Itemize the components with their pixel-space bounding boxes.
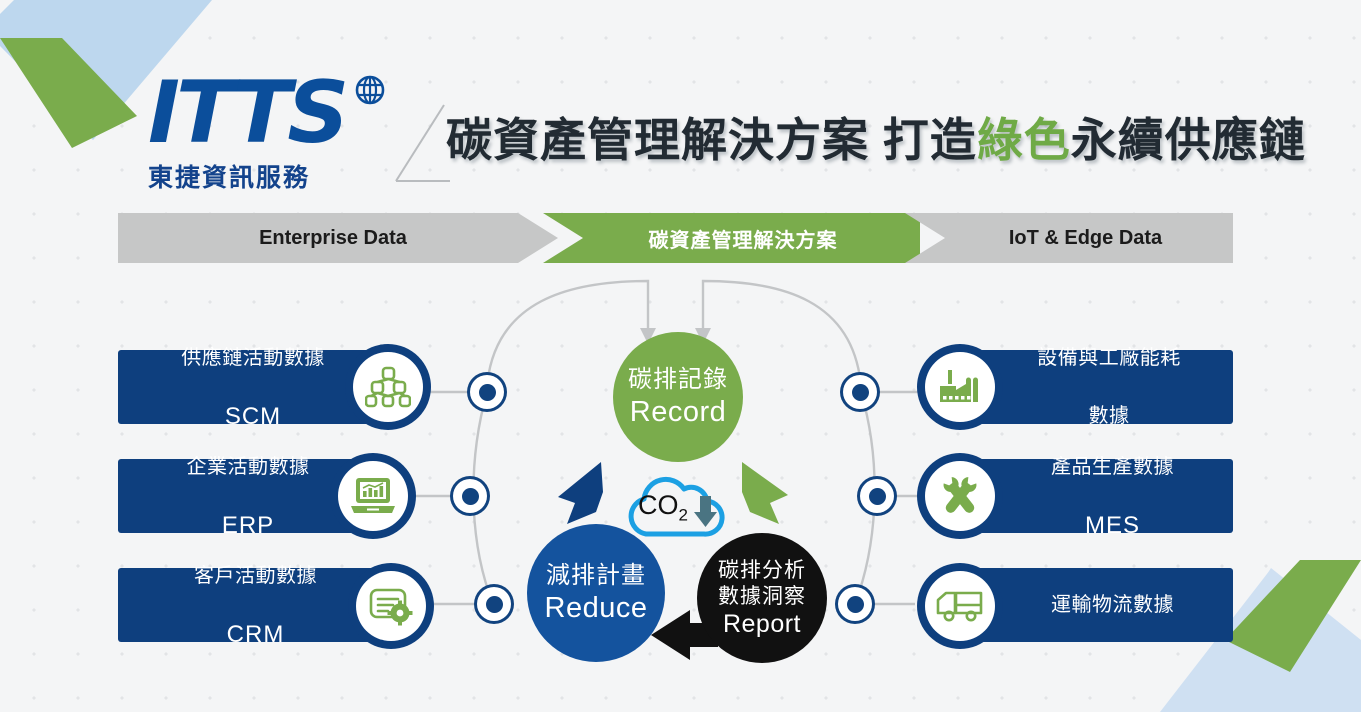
headline-divider [395,104,450,182]
logo-subtitle: 東捷資訊服務 [148,164,311,192]
record-en: Record [629,396,727,428]
network-hierarchy-icon [365,366,411,408]
title-part-2: 永續供應鏈 [1070,114,1306,166]
record-cn: 碳排記錄 [628,366,728,393]
band-shapes [118,213,1233,263]
left-card-erp-label: 企業活動數據 ERP [186,455,310,539]
band-label-left: Enterprise Data [259,226,407,249]
right-card-mes[interactable]: 產品生產數據 MES [967,456,1233,539]
right-card-logistics[interactable]: 運輸物流數據 [967,568,1233,642]
down-arrow [694,496,717,527]
left-icon-bubble-erp[interactable] [330,453,416,539]
logo: ITTS 東捷資訊服務 [148,63,398,192]
reduce-cn: 減排計畫 [546,562,646,589]
center-circle-reduce[interactable]: 減排計畫 Reduce [527,524,665,662]
node-dot-left-3[interactable] [477,587,511,621]
node-dot-right-1[interactable] [843,375,877,409]
process-band: Enterprise Data 碳資產管理解決方案 IoT & Edge Dat… [118,213,1233,263]
page-title: 碳資產管理解決方案 打造綠色永續供應鏈 [446,104,1306,170]
band-chevron-center [543,213,920,263]
co2-cloud-down-arrow-icon [628,477,725,537]
report-en: Report [722,609,802,638]
right-icon-bubble-logistics[interactable] [917,563,1003,649]
report-cn-2: 數據洞察 [718,584,806,608]
node-dot-right-3[interactable] [838,587,872,621]
left-icon-bubble-crm[interactable] [348,563,434,649]
report-cn-1: 碳排分析 [718,558,806,582]
right-card-logistics-label: 運輸物流數據 [1051,593,1174,616]
reduce-en: Reduce [544,592,648,624]
left-card-scm-label: 供應鏈活動數據 SCM [181,346,325,430]
node-dot-left-1[interactable] [470,375,504,409]
crossed-wrenches-icon [943,477,977,513]
center-circle-record[interactable]: 碳排記錄 Record [613,332,743,462]
title-highlight: 綠色 [976,114,1071,166]
right-card-factory-label: 設備與工廠能耗 數據 [1037,346,1181,427]
right-card-mes-label: 產品生產數據 MES [1051,455,1174,539]
factory-icon [940,370,978,402]
title-part-1: 碳資產管理解決方案 打造 [446,114,977,166]
logo-wordmark: ITTS [148,63,349,163]
center-circle-report[interactable]: 碳排分析 數據洞察 Report [697,533,827,663]
right-icon-bubble-factory[interactable] [917,344,1003,430]
left-icon-bubble-scm[interactable] [345,344,431,430]
band-label-right: IoT & Edge Data [1008,226,1163,249]
right-icon-bubble-mes[interactable] [917,453,1003,539]
left-card-scm[interactable]: 供應鏈活動數據 SCM [118,347,388,430]
globe-icon [355,75,385,105]
band-chevron-left [118,213,558,263]
card-gear-icon [369,588,413,626]
node-dot-left-2[interactable] [453,479,487,513]
left-card-crm[interactable]: 客戶活動數據 CRM [118,565,393,648]
co2-label: CO2 [638,490,688,525]
left-card-crm-label: 客戶活動數據 CRM [194,564,317,648]
laptop-chart-icon [351,478,395,513]
delivery-truck-icon [936,591,983,622]
band-chevron-right [905,213,1233,263]
co2-cloud: CO2 [616,472,744,544]
node-dot-right-2[interactable] [860,479,894,513]
band-label-center: 碳資產管理解決方案 [648,229,838,252]
